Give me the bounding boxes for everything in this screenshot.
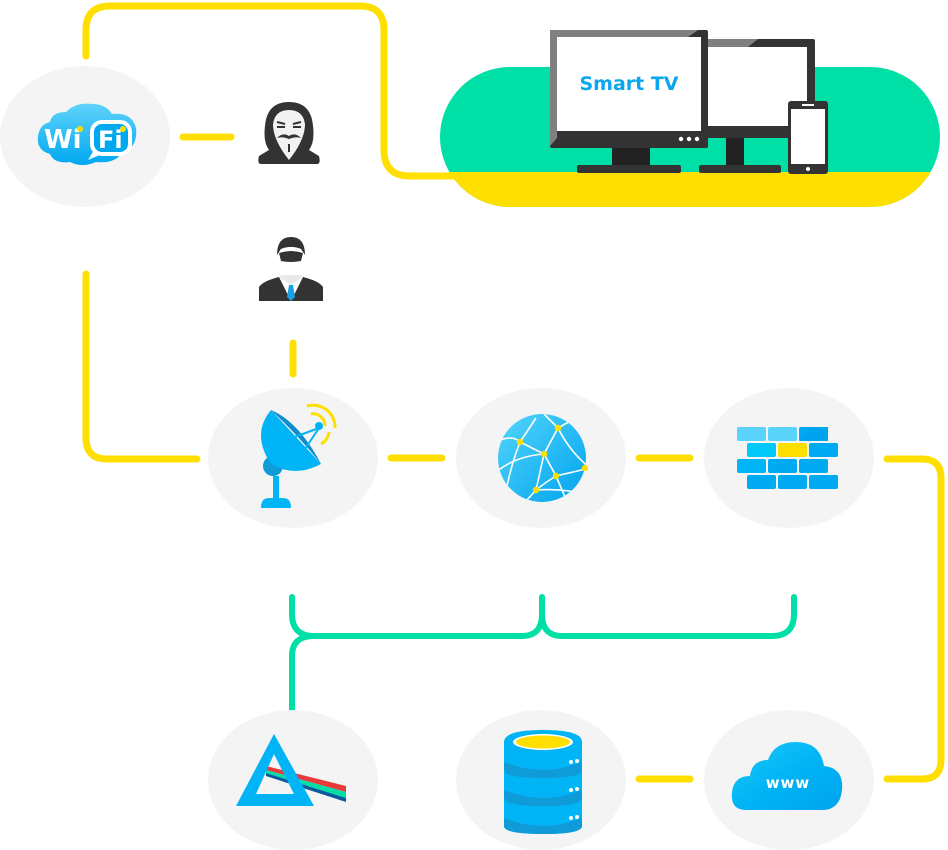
wifi-text-fi: Fi [98,126,123,154]
agent-sunglasses-icon[interactable] [257,235,325,301]
firewall-icon [737,427,838,489]
wifi-text-wi: Wi [44,125,82,155]
edge-firewall-cloud [883,455,945,783]
hacker-mask-icon[interactable] [255,100,323,166]
prism-icon [236,734,346,806]
database-icon [504,730,582,834]
satellite-dish-icon [261,403,337,508]
globe-network-icon [498,414,588,502]
node-firewall[interactable] [704,388,874,528]
edge-bracket-prism [289,594,797,713]
cloud-www-label: www [766,774,811,792]
smart-tv-label: Smart TV [579,73,678,95]
edge-wifi-devices [82,2,474,180]
devices-icon[interactable]: Smart TV [548,28,830,176]
edge-wifi-satellite [82,270,201,463]
wifi-cloud-icon: Wi Fi [37,103,137,165]
cloud-www-icon: www [731,742,843,810]
